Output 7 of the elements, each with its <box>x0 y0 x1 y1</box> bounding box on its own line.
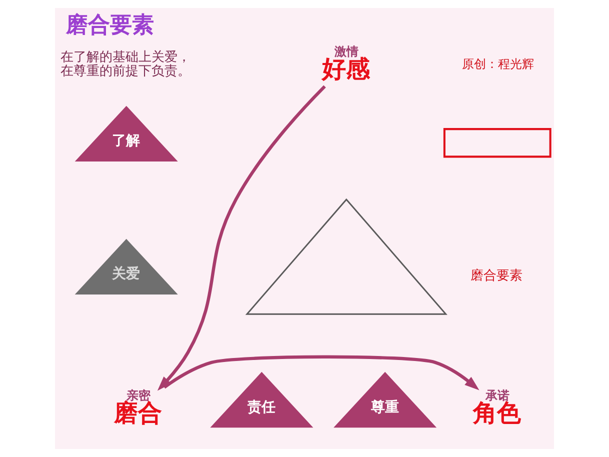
diagram-title: 磨合要素 <box>66 12 154 38</box>
node-text: 承诺 角色 <box>472 388 521 428</box>
node-text: 激情 好感 <box>322 44 370 83</box>
label: 原创：程光辉 <box>462 56 534 71</box>
label: 在了解的基础上关爱，在尊重的前提下负责。 <box>60 50 191 79</box>
label: 磨合要素 <box>470 268 523 284</box>
node-text: 亲密 磨合 <box>114 388 162 428</box>
